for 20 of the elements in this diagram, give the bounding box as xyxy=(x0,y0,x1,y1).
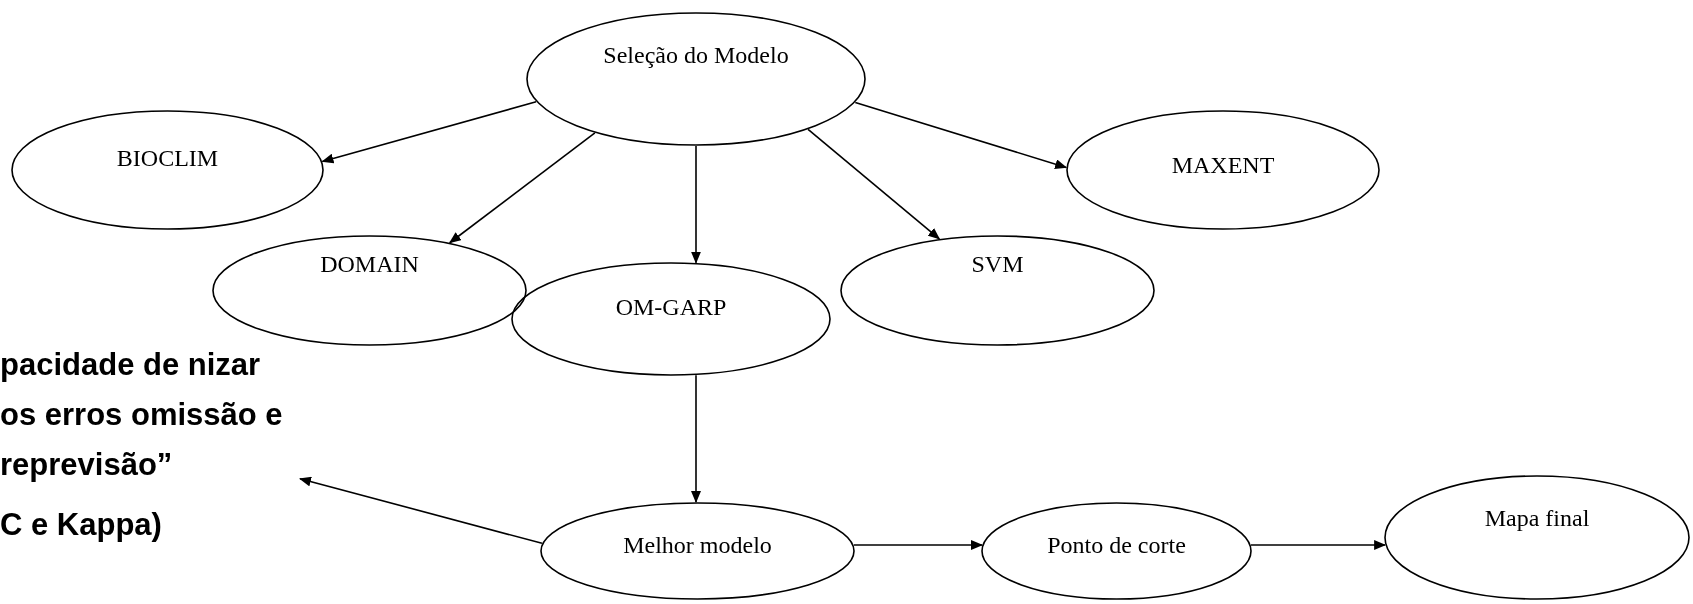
node-label: Mapa final xyxy=(1484,505,1590,532)
arrow xyxy=(299,476,543,545)
note-text: pacidade de nizar os erros omissão e reprevisão” xyxy=(0,346,284,484)
note-text: C e Kappa) xyxy=(0,506,163,544)
arrow xyxy=(449,132,596,244)
arrow xyxy=(853,540,983,550)
arrow xyxy=(691,374,701,503)
arrow xyxy=(1250,540,1387,550)
node-label: Ponto de corte xyxy=(1047,532,1186,559)
node-label: OM-GARP xyxy=(615,294,727,321)
arrow xyxy=(321,100,537,164)
arrow xyxy=(854,101,1068,169)
node-label: Melhor modelo xyxy=(623,532,772,559)
arrow xyxy=(807,128,941,240)
arrow xyxy=(691,145,701,264)
node-label: DOMAIN xyxy=(320,251,419,278)
node-label: Seleção do Modelo xyxy=(603,42,789,69)
node-label: BIOCLIM xyxy=(116,145,219,172)
node-label: SVM xyxy=(971,251,1024,278)
node-label: MAXENT xyxy=(1171,152,1275,179)
